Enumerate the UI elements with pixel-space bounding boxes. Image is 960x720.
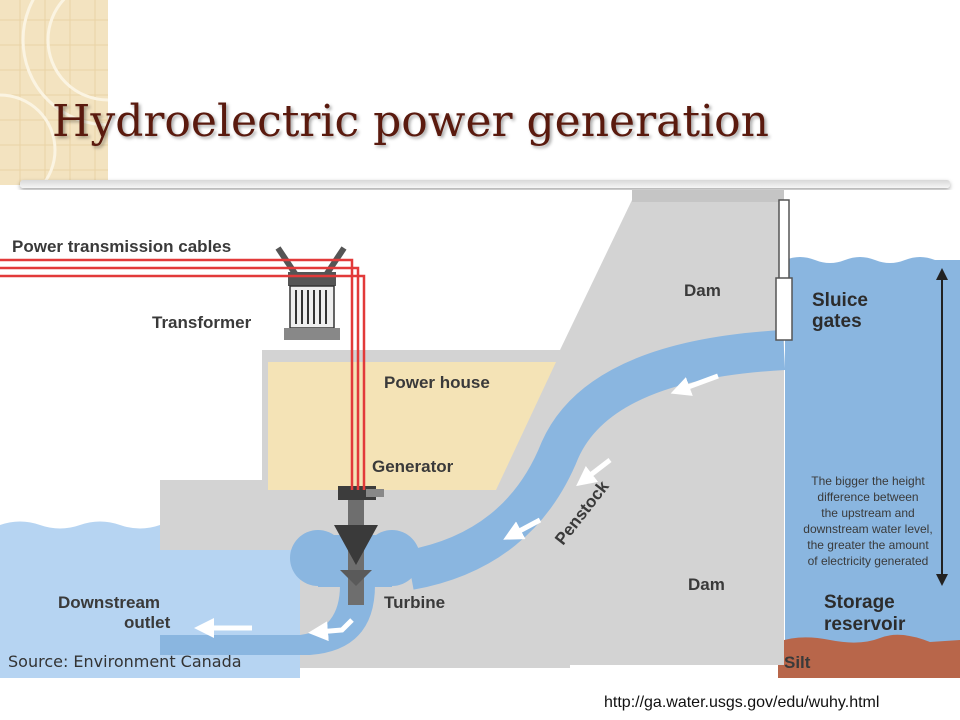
storage-label-2: reservoir [824, 614, 906, 635]
dam-label-top: Dam [684, 281, 721, 300]
note-line: The bigger the height [811, 474, 925, 488]
turbine-label: Turbine [384, 593, 445, 612]
downstream-label-2: outlet [124, 613, 171, 632]
turbine-runner [334, 525, 378, 565]
generator-label: Generator [372, 457, 454, 476]
sluice-gate-rod [778, 199, 790, 281]
hydro-diagram: Power transmission cables Transformer Da… [0, 190, 960, 678]
sluice-gates-label-2: gates [812, 311, 862, 332]
flow-arrows [194, 373, 719, 642]
note-line: the greater the amount [807, 538, 929, 552]
note-line: downstream water level, [803, 522, 932, 536]
transformer-label: Transformer [152, 313, 252, 332]
power-cables [0, 258, 366, 490]
sluice-gates-label-1: Sluice [812, 290, 868, 311]
reservoir-water [785, 257, 960, 678]
generator-coupling [366, 489, 384, 497]
dam-crest [632, 190, 784, 202]
height-note: The bigger the height difference between… [803, 474, 932, 568]
silt-layer [778, 634, 960, 678]
power-house [268, 362, 556, 490]
silt-label: Silt [784, 653, 811, 672]
turbine-runner-lower [340, 570, 372, 586]
source-url[interactable]: http://ga.water.usgs.gov/edu/wuhy.html [604, 694, 880, 711]
title-divider [20, 180, 950, 188]
note-line: the upstream and [821, 506, 914, 520]
source-credit: Source: Environment Canada [8, 652, 242, 671]
corner-pattern [0, 0, 108, 185]
cables-label: Power transmission cables [12, 237, 231, 256]
slide-title: Hydroelectric power generation [52, 96, 769, 147]
power-house-label: Power house [384, 373, 490, 392]
note-line: of electricity generated [808, 554, 929, 568]
sluice-gate [775, 277, 793, 341]
note-line: difference between [817, 490, 918, 504]
penstock-pipe [406, 330, 786, 590]
dam-label-bottom: Dam [688, 575, 725, 594]
transformer-unit [275, 246, 347, 340]
storage-label-1: Storage [824, 592, 895, 613]
downstream-label-1: Downstream [58, 593, 160, 612]
